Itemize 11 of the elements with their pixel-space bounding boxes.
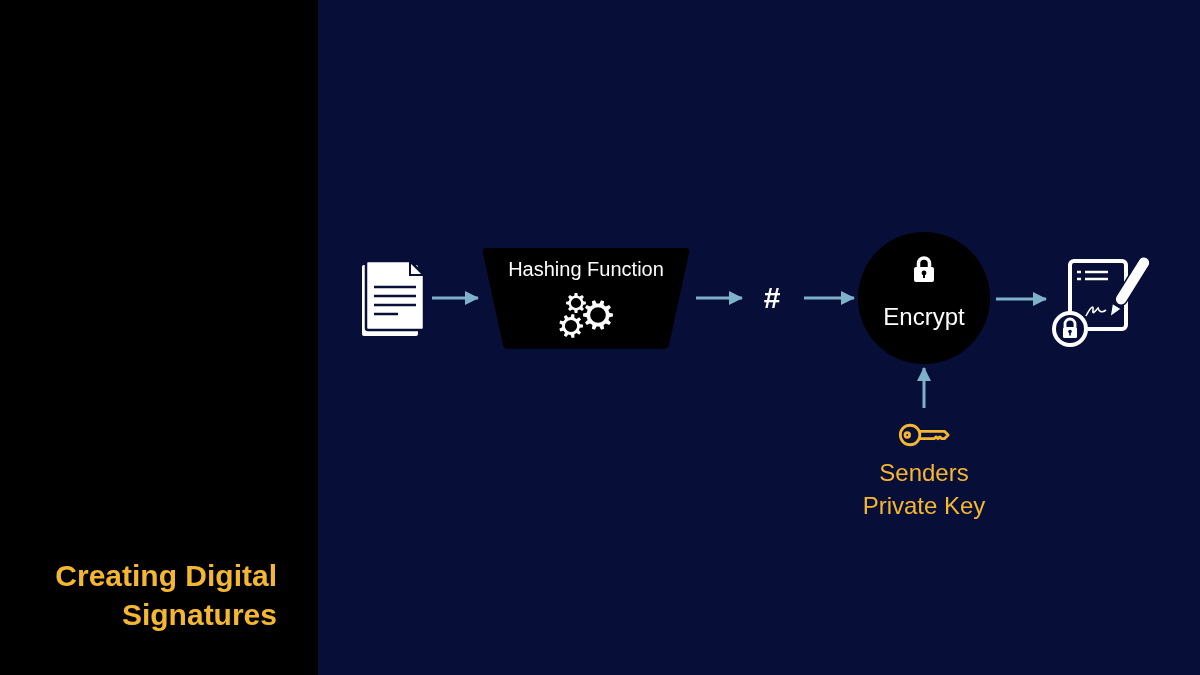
arrow <box>696 291 743 305</box>
node-label: Encrypt <box>883 303 965 331</box>
key-label: Senders Private Key <box>861 458 987 521</box>
node-label: Hashing Function <box>508 257 664 281</box>
arrow <box>804 291 855 305</box>
arrow <box>996 292 1047 306</box>
arrow <box>917 367 931 408</box>
slide-title: Creating Digital Signatures <box>54 558 277 633</box>
arrow <box>432 291 479 305</box>
hash-label: # <box>763 280 781 316</box>
hashing-trapezoid <box>482 248 690 349</box>
